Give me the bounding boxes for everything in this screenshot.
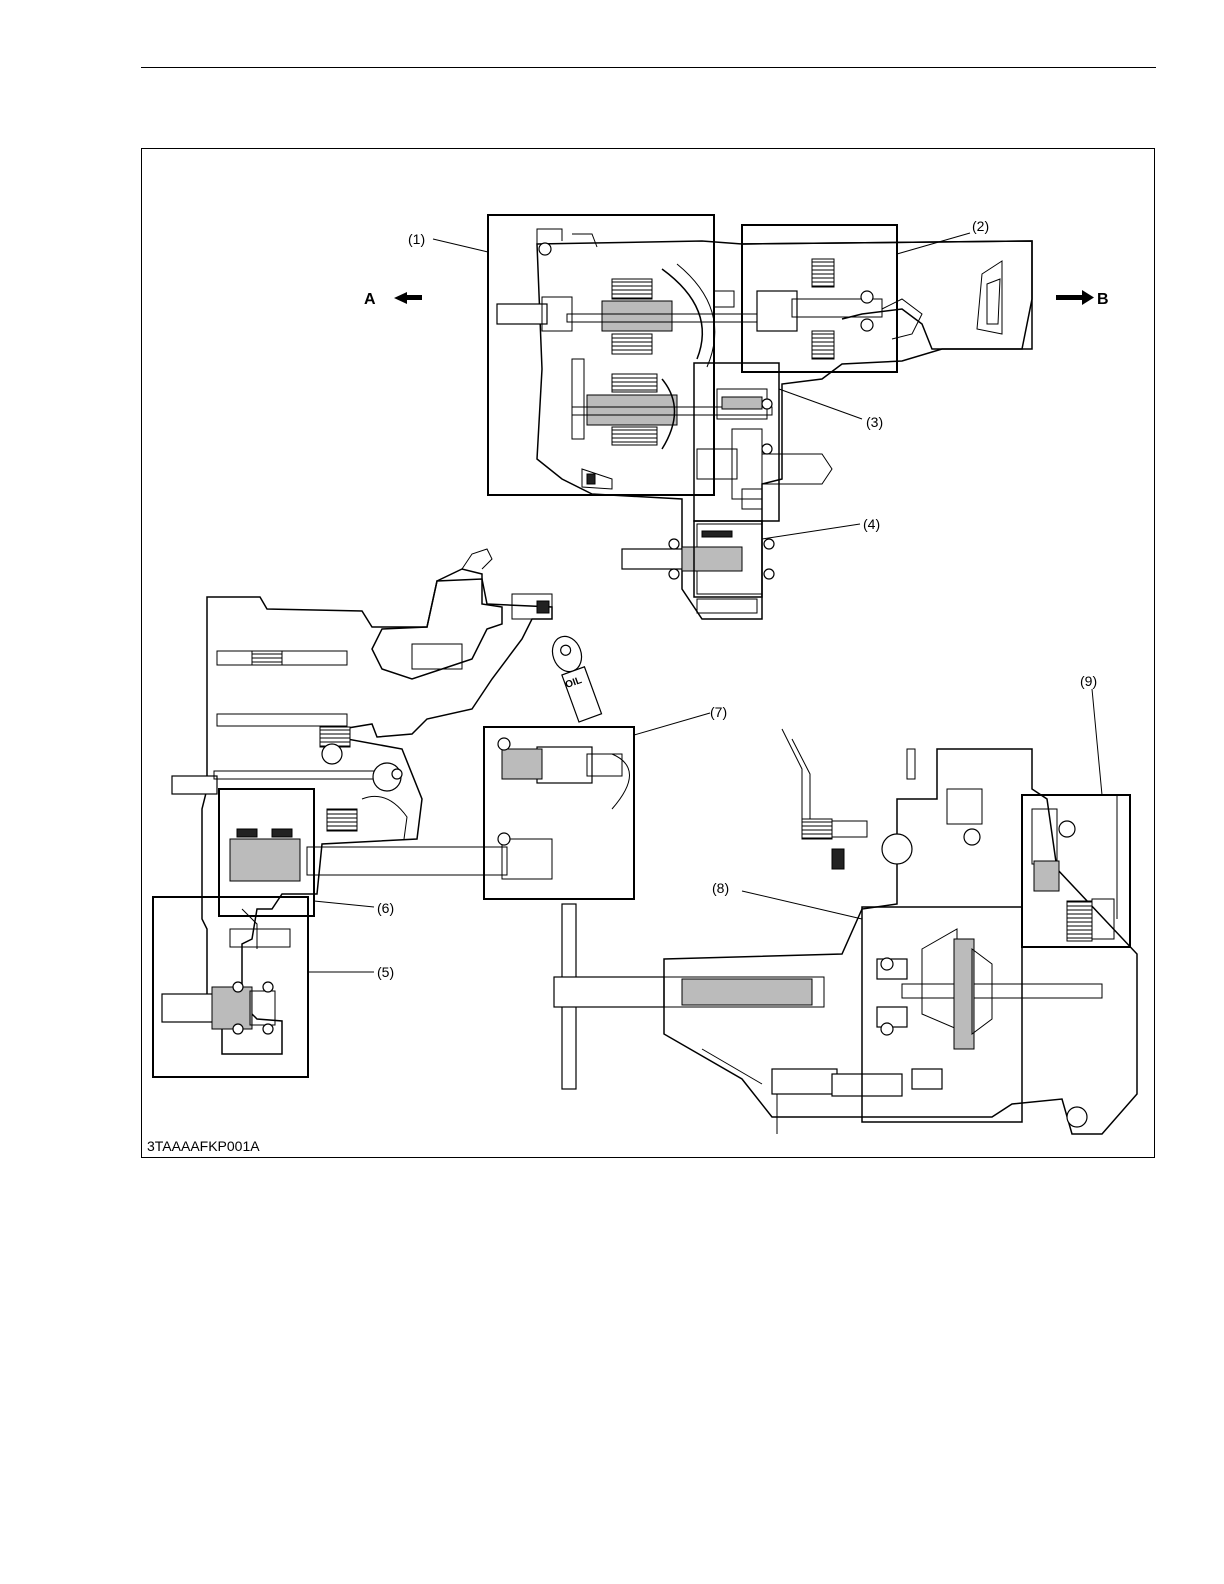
callout-9: (9): [1080, 673, 1097, 689]
callout-3: (3): [866, 414, 883, 430]
callout-5: (5): [377, 964, 394, 980]
callout-8: (8): [712, 880, 729, 896]
callout-4: (4): [863, 516, 880, 532]
direction-label-a: A: [364, 291, 376, 308]
upper-gearbox-assembly: [497, 229, 1032, 619]
callout-leaders: [308, 233, 1102, 972]
callout-2: (2): [972, 218, 989, 234]
transmission-drawing: OIL: [142, 149, 1156, 1159]
detail-box-1: [488, 215, 714, 495]
direction-arrow-b: [1056, 290, 1094, 305]
direction-label-b: B: [1097, 291, 1109, 308]
detail-box-3: [694, 363, 779, 521]
lower-right-assembly: [554, 729, 1137, 1134]
direction-arrow-a: [394, 292, 422, 304]
transmission-section-figure: OIL: [141, 148, 1155, 1158]
figure-id: 3TAAAAFKP001A: [147, 1138, 260, 1154]
oil-dipstick: OIL: [548, 632, 604, 722]
callout-7: (7): [710, 704, 727, 720]
callout-6: (6): [377, 900, 394, 916]
callout-1: (1): [408, 231, 425, 247]
header-rule: [141, 67, 1156, 68]
